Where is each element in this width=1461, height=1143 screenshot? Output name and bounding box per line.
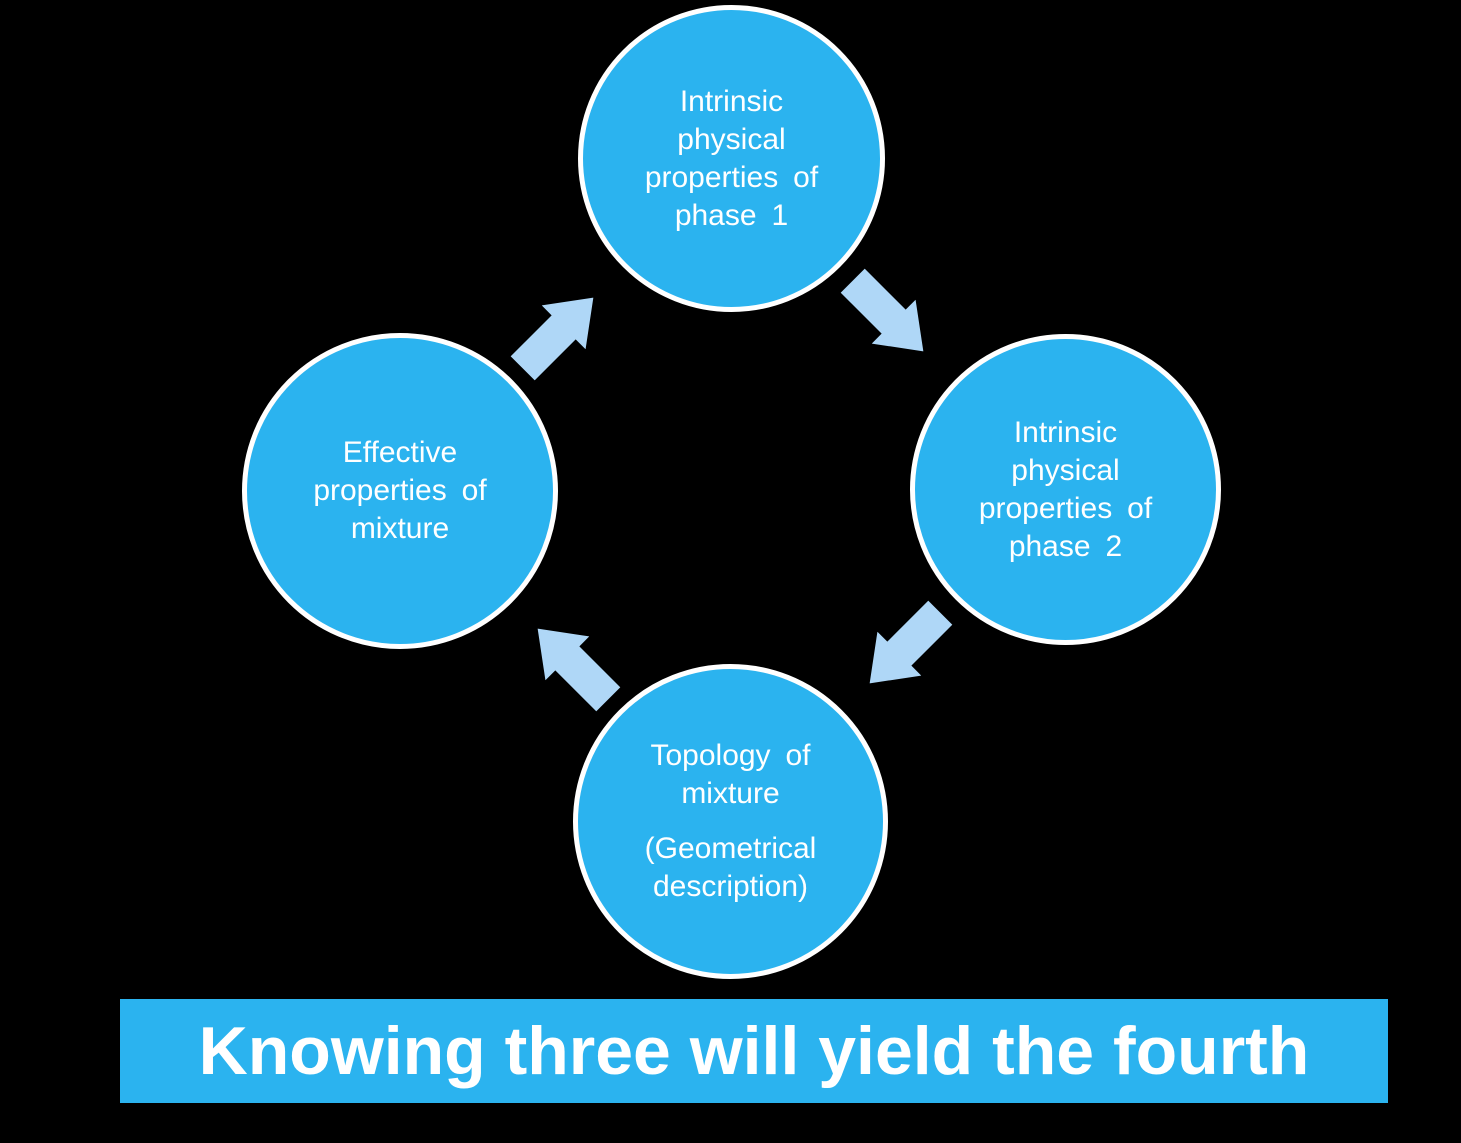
conclusion-banner: Knowing three will yield the fourth [120, 999, 1388, 1103]
cycle-node-phase-1: Intrinsic physical properties of phase 1 [578, 5, 885, 312]
cycle-arrow-topology-to-effective-icon [516, 607, 631, 722]
cycle-node-effective: Effective properties of mixture [242, 333, 558, 649]
cycle-node-topology: Topology of mixture (Geometrical descrip… [573, 664, 888, 979]
cycle-node-phase-2-label: Intrinsic physical properties of phase 2 [978, 415, 1153, 563]
cycle-arrow-phase1-to-phase2-icon [831, 259, 946, 374]
cycle-node-topology-label: Topology of mixture [650, 739, 811, 810]
conclusion-banner-text: Knowing three will yield the fourth [198, 1013, 1310, 1089]
cycle-arrow-phase2-to-topology-icon [848, 591, 963, 706]
cycle-node-phase-1-label: Intrinsic physical properties of phase 1 [644, 84, 819, 232]
cycle-node-effective-label: Effective properties of mixture [313, 436, 487, 545]
cycle-node-phase-2: Intrinsic physical properties of phase 2 [910, 334, 1221, 645]
cycle-arrow-effective-to-phase1-icon [501, 276, 616, 391]
cycle-node-topology-sublabel: (Geometrical description) [644, 832, 817, 903]
